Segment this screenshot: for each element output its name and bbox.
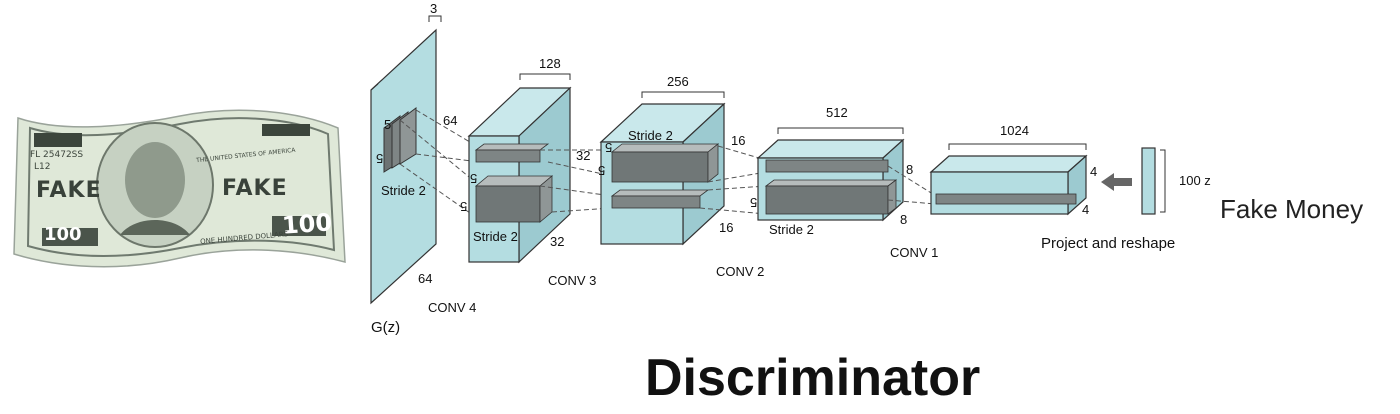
conv3-label: CONV 3: [548, 273, 597, 288]
conv3-stride-label: Stride 2: [473, 229, 518, 244]
fake-banknote-image: [13, 109, 346, 268]
conv1-width-label: 8: [900, 212, 908, 227]
bill-stamp-right: FAKE: [222, 176, 288, 201]
conv1-depth-label: 512: [826, 105, 848, 120]
z-vector: [1141, 147, 1156, 215]
conv3-width-label: 32: [550, 234, 565, 249]
input-depth-brace: [428, 15, 442, 22]
project-depth-brace: [948, 143, 1087, 150]
conv2-height-label: 16: [731, 133, 746, 148]
conv1-label: CONV 1: [890, 245, 939, 260]
bill-serial: FL 25472SS: [30, 150, 84, 160]
projection-lines-conv4: [399, 109, 481, 221]
conv2-kernel-label: 5: [605, 140, 613, 155]
z-vector-brace: [1160, 149, 1166, 213]
conv4-label: CONV 4: [428, 300, 477, 315]
input-stride-label: Stride 2: [381, 183, 426, 198]
conv3-kernel-label: 5: [470, 171, 478, 186]
conv2-kernel-label-b: 5: [598, 163, 606, 178]
conv1-depth-brace: [777, 127, 904, 134]
project-height-label: 4: [1090, 164, 1098, 179]
input-depth-label: 3: [430, 1, 438, 16]
flow-arrow: [1101, 173, 1132, 191]
conv1-stride-label: Stride 2: [769, 222, 814, 237]
z-vector-label: 100 z: [1179, 173, 1211, 188]
input-kernel-label-rotated: 5: [376, 151, 384, 166]
project-width-label: 4: [1082, 202, 1090, 217]
project-block: [929, 154, 1088, 216]
project-caption: Project and reshape: [1041, 235, 1176, 252]
fake-money-label: Fake Money: [1220, 194, 1364, 224]
input-kernel-label: 5: [384, 117, 392, 132]
bill-serial-2: L12: [34, 162, 51, 172]
conv3-depth-brace: [519, 73, 571, 80]
conv1-height-label: 8: [906, 162, 914, 177]
conv2-depth-label: 256: [667, 74, 689, 89]
input-height-label: 64: [443, 113, 458, 128]
project-depth-label: 1024: [1000, 123, 1029, 138]
discriminator-title: Discriminator: [645, 349, 981, 407]
conv1-kernel-label: 5: [750, 195, 758, 210]
conv3-depth-label: 128: [539, 56, 561, 71]
gz-label: G(z): [371, 319, 401, 336]
bill-denomination: 100: [281, 208, 334, 240]
bill-denomination-left: 100: [44, 224, 82, 245]
conv1-block: [756, 138, 905, 222]
input-width-label: 64: [418, 271, 433, 286]
bill-stamp-left: FAKE: [36, 178, 102, 203]
conv2-depth-brace: [641, 91, 725, 98]
projection-lines-conv1: [887, 165, 937, 205]
conv2-label: CONV 2: [716, 264, 765, 279]
conv3-height-label: 32: [576, 148, 591, 163]
conv3-block: [467, 86, 572, 264]
conv2-width-label: 16: [719, 220, 734, 235]
conv2-block: [599, 102, 726, 246]
conv3-kernel-label-b: 5: [460, 199, 468, 214]
conv2-stride-label: Stride 2: [628, 128, 673, 143]
